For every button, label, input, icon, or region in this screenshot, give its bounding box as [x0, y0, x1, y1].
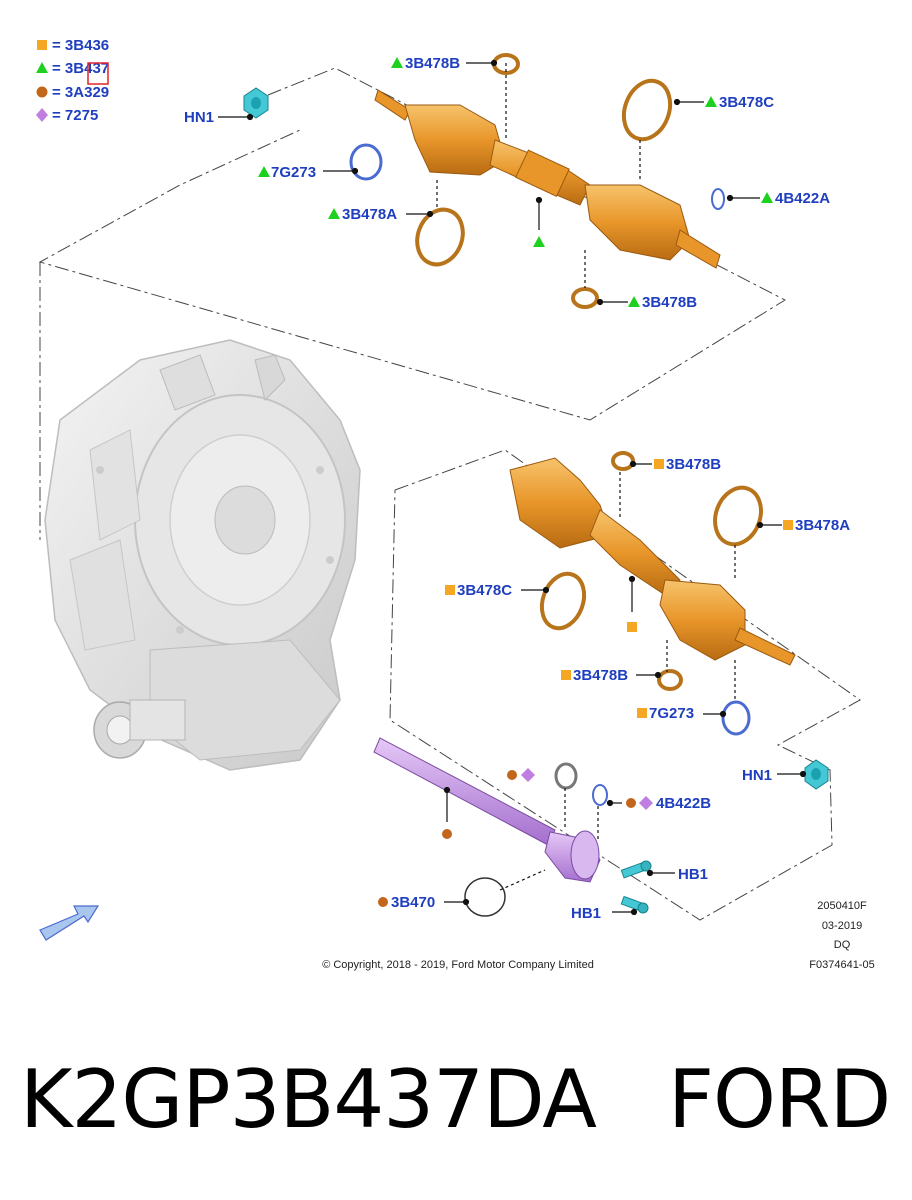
bolt-hb1-right: [620, 860, 652, 879]
circle-icon: [442, 829, 452, 839]
triangle-icon: [391, 57, 403, 68]
square-icon: [561, 670, 571, 680]
triangle-icon: [628, 296, 640, 307]
diamond-icon: [639, 796, 653, 810]
triangle-icon: [328, 208, 340, 219]
bolt-hb1-left: [620, 895, 649, 914]
circlip-lower-7g273: [721, 700, 751, 736]
label-3b470: 3B470: [391, 894, 435, 911]
part-number-text: K2GP3B437DA: [20, 1053, 597, 1146]
highlight-box: [87, 62, 109, 85]
drawing-metadata: 2050410F 03-2019 DQ F0374641-05: [809, 900, 874, 971]
meta-line-4: F0374641-05: [809, 959, 874, 971]
transmission-housing: [44, 339, 361, 771]
part-labels: HN1 3B478B 3B478C 7G273 4B422A 3B478A 3B…: [184, 55, 850, 922]
triangle-icon: [258, 166, 270, 177]
part-caption: K2GP3B437DA FORD: [0, 1045, 912, 1165]
legend-text-3b437: = 3B437: [52, 60, 109, 77]
lower-drive-shaft: [509, 457, 796, 666]
square-icon: [783, 520, 793, 530]
diamond-icon: [521, 768, 535, 782]
label-hb1-right: HB1: [678, 866, 708, 883]
label-7g273-lower: 7G273: [649, 705, 694, 722]
circle-icon: [378, 897, 388, 907]
legend-circle-icon: [36, 86, 48, 98]
intermediate-shaft: [373, 737, 601, 883]
label-3b478a-top: 3B478A: [342, 206, 397, 223]
square-icon: [445, 585, 455, 595]
clamp-upper-large-a: [415, 207, 465, 267]
legend-text-3b436: = 3B436: [52, 37, 109, 54]
legend-square-icon: [37, 40, 47, 50]
orientation-arrow-icon: [39, 905, 100, 941]
leader-lines: [218, 59, 807, 916]
seal-ring: [554, 762, 578, 790]
legend-text-3a329: = 3A329: [52, 84, 109, 101]
fasteners: [243, 87, 829, 914]
clamp-upper-small-bottom: [571, 287, 599, 309]
label-4b422a: 4B422A: [775, 190, 830, 207]
square-icon: [654, 459, 664, 469]
meta-line-3: DQ: [834, 939, 851, 951]
upper-shaft-outline: [38, 67, 787, 421]
brand-text: FORD: [668, 1053, 891, 1146]
nut-hn1-top: [243, 87, 269, 119]
clamp-lower-large-a: [713, 485, 763, 547]
square-icon: [627, 622, 637, 632]
copyright-text: © Copyright, 2018 - 2019, Ford Motor Com…: [322, 959, 594, 971]
circlip-4b422b: [592, 784, 608, 806]
clamp-lower-small-bottom: [657, 669, 683, 691]
legend-triangle-icon: [36, 62, 48, 73]
circle-icon: [626, 798, 636, 808]
label-hb1-left: HB1: [571, 905, 601, 922]
circlip-4b422a: [711, 188, 725, 210]
label-3b478c-lower: 3B478C: [457, 582, 512, 599]
circle-icon: [507, 770, 517, 780]
meta-line-1: 2050410F: [817, 900, 867, 912]
clamp-upper-large-c: [621, 78, 673, 142]
legend-text-7275: = 7275: [52, 107, 98, 124]
label-7g273-top: 7G273: [271, 164, 316, 181]
triangle-icon: [533, 236, 545, 247]
label-hn1-bottom: HN1: [742, 767, 772, 784]
clamp-lower-small-top: [611, 451, 635, 471]
circlip-upper-7g273: [349, 143, 383, 181]
triangle-icon: [761, 192, 773, 203]
label-4b422b: 4B422B: [656, 795, 711, 812]
legend: = 3B436 = 3B437 = 3A329 = 7275: [36, 37, 109, 124]
label-3b478b-top: 3B478B: [405, 55, 460, 72]
label-3b478a-lower: 3B478A: [795, 517, 850, 534]
label-3b478c: 3B478C: [719, 94, 774, 111]
triangle-icon: [705, 96, 717, 107]
legend-diamond-icon: [36, 108, 48, 122]
meta-line-2: 03-2019: [822, 920, 862, 932]
square-icon: [637, 708, 647, 718]
nut-hn1-bottom: [804, 759, 829, 790]
label-3b478b-lower-top: 3B478B: [666, 456, 721, 473]
label-3b478b-lower-bottom: 3B478B: [573, 667, 628, 684]
label-3b478b-upper-bottom: 3B478B: [642, 294, 697, 311]
upper-drive-shaft: [374, 89, 721, 269]
label-hn1-top: HN1: [184, 109, 214, 126]
differential-flange: [93, 699, 186, 759]
clamps: [349, 53, 763, 917]
exploded-diagram: = 3B436 = 3B437 = 3A329 = 7275 HN1 3B478…: [36, 37, 875, 971]
o-ring-3b470: [464, 877, 506, 917]
clamp-lower-large-c: [539, 571, 587, 631]
